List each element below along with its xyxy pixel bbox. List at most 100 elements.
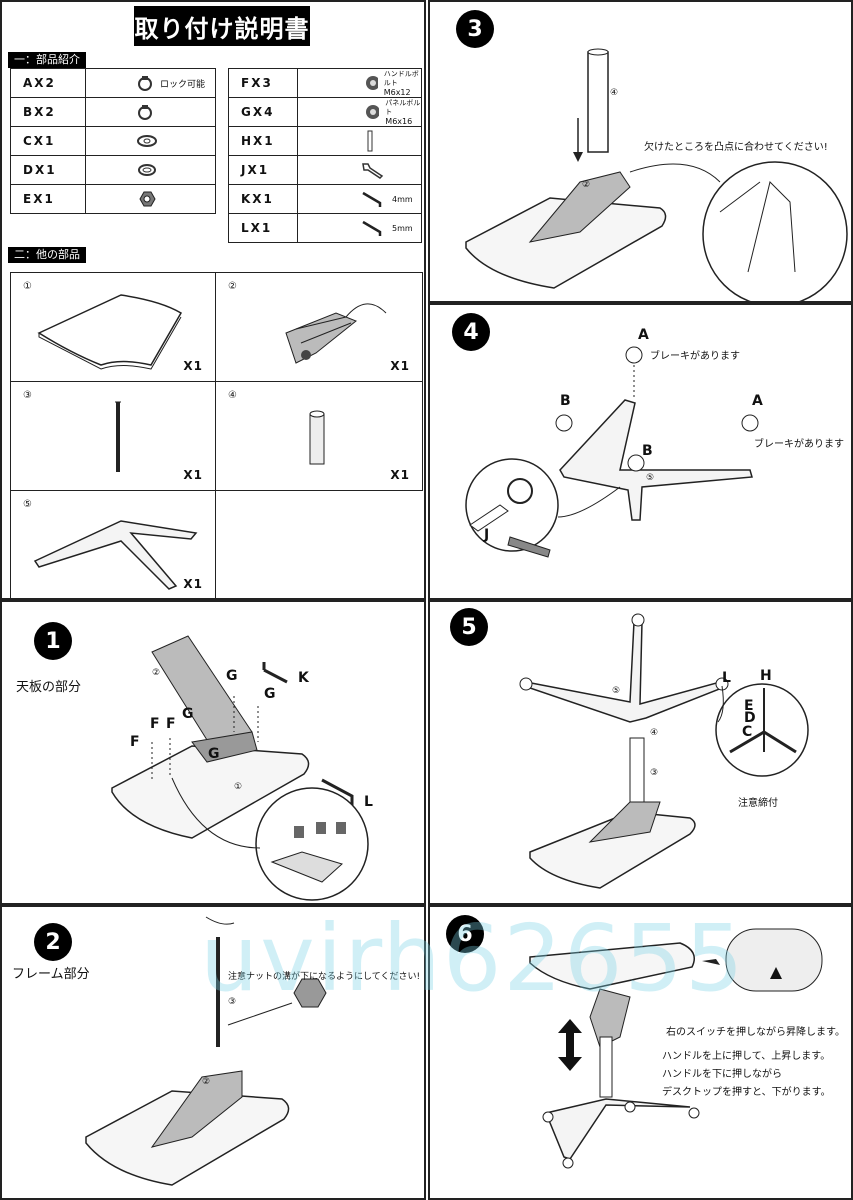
bolt-f-label: F bbox=[150, 716, 160, 732]
part-code: FX3 bbox=[228, 68, 298, 98]
step-heading: フレーム部分 bbox=[12, 967, 90, 982]
part-row-l: LX1 5mm bbox=[228, 213, 422, 243]
bolt-g-label: G bbox=[226, 668, 238, 684]
part-row-a: AX2 ロック可能 bbox=[10, 68, 216, 98]
wrench-icon bbox=[362, 163, 384, 179]
step-number: 6 bbox=[446, 915, 484, 953]
hex-key-icon bbox=[362, 191, 382, 207]
part-3-label: ③ bbox=[228, 997, 237, 1007]
part-number: ⑤ bbox=[23, 499, 32, 510]
hex-key-l-label: L bbox=[722, 670, 731, 686]
step-1-panel: 1 天板の部分 G G G G K F F F L ② ① bbox=[0, 600, 426, 905]
part-2-label: ② bbox=[582, 180, 591, 190]
part-note: ロック可能 bbox=[160, 79, 206, 90]
part-row-b: BX2 bbox=[10, 97, 216, 127]
handle-rod-icon bbox=[367, 130, 373, 152]
hex-key-k-label: K bbox=[298, 670, 309, 686]
other-part-1: ① X1 bbox=[10, 272, 216, 382]
part-3-label: ③ bbox=[650, 768, 659, 778]
tabletop-drawing bbox=[37, 294, 183, 370]
part-number: ① bbox=[23, 281, 32, 292]
bolt-g-label: G bbox=[264, 686, 276, 702]
parts-panel: 取り付け説明書 一：部品紹介 AX2 ロック可能 BX2 CX1 DX1 EX1… bbox=[0, 0, 426, 600]
part-number: ② bbox=[228, 281, 237, 292]
caster-icon bbox=[138, 76, 152, 91]
step-number: 4 bbox=[452, 313, 490, 351]
step-6-drawing bbox=[529, 928, 823, 1169]
step-number: 5 bbox=[450, 608, 488, 646]
bolt-size: M6x16 bbox=[385, 116, 413, 126]
part-row-j: JX1 bbox=[228, 155, 422, 185]
spring-washer-icon bbox=[138, 164, 156, 176]
part-row-d: DX1 bbox=[10, 155, 216, 185]
gas-spring-mechanism-drawing bbox=[285, 303, 387, 364]
tightening-note: 注意締付 bbox=[738, 798, 778, 809]
part-2-label: ② bbox=[152, 668, 161, 678]
step-3-panel: 3 ④ ② 欠けたところを凸点に合わせてください! bbox=[428, 0, 853, 303]
washer-d-label: D bbox=[744, 710, 756, 726]
step-6-panel: 6 右のスイッチを押しながら昇降します。 ハンドルを上に押して、上昇します。 ハ… bbox=[428, 905, 853, 1200]
hex-bolt-icon bbox=[366, 76, 378, 90]
part-code: DX1 bbox=[10, 155, 86, 185]
part-code: CX1 bbox=[10, 126, 86, 156]
handle-h-label: H bbox=[760, 668, 772, 684]
step-number: 2 bbox=[34, 923, 72, 961]
brake-note: ブレーキがあります bbox=[650, 351, 740, 362]
step-2-drawing bbox=[85, 916, 327, 1186]
part-code: LX1 bbox=[228, 213, 298, 243]
hex-key-icon bbox=[362, 220, 382, 236]
part-code: HX1 bbox=[228, 126, 298, 156]
bolt-g-label: G bbox=[182, 706, 194, 722]
part-5-label: ⑤ bbox=[612, 686, 621, 696]
caster-a-label: A bbox=[752, 393, 763, 409]
part-2-label: ② bbox=[202, 1077, 211, 1087]
part-code: AX2 bbox=[10, 68, 86, 98]
part-row-h: HX1 bbox=[228, 126, 422, 156]
caster-b-label: B bbox=[642, 443, 653, 459]
part-qty: X1 bbox=[390, 359, 410, 373]
part-5-label: ⑤ bbox=[646, 473, 655, 483]
washer-icon bbox=[137, 135, 157, 147]
part-row-k: KX1 4mm bbox=[228, 184, 422, 214]
part-row-c: CX1 bbox=[10, 126, 216, 156]
instruction-line-1: 右のスイッチを押しながら昇降します。 bbox=[666, 1027, 845, 1038]
part-number: ④ bbox=[228, 390, 237, 401]
part-number: ③ bbox=[23, 390, 32, 401]
step-number: 3 bbox=[456, 10, 494, 48]
part-row-e: EX1 bbox=[10, 184, 216, 214]
caster-a-label: A bbox=[638, 327, 649, 343]
instruction-line-3: ハンドルを下に押しながら bbox=[662, 1069, 782, 1080]
part-qty: X1 bbox=[183, 468, 203, 482]
step-2-panel: 2 フレーム部分 注意ナットの溝が下になるようにしてください! ③ ② bbox=[0, 905, 426, 1200]
step-4-drawing bbox=[465, 346, 759, 558]
step-4-panel: 4 A ブレーキがあります B A ブレーキがあります B ⑤ J bbox=[428, 303, 853, 600]
base-legs-drawing bbox=[33, 520, 198, 590]
part-4-label: ④ bbox=[650, 728, 659, 738]
panel-bolt-icon bbox=[366, 105, 380, 119]
caster-b-label: B bbox=[560, 393, 571, 409]
other-part-2: ② X1 bbox=[215, 272, 423, 382]
column-tube-drawing bbox=[309, 410, 325, 465]
parts-table-left: AX2 ロック可能 BX2 CX1 DX1 EX1 bbox=[10, 68, 216, 214]
bolt-g-label: G bbox=[208, 746, 220, 762]
instruction-line-4: デスクトップを押すと、下がります。 bbox=[662, 1087, 831, 1098]
section-other-parts: 二：他の部品 bbox=[8, 247, 86, 263]
other-part-4: ④ X1 bbox=[215, 381, 423, 491]
part-4-label: ④ bbox=[610, 88, 619, 98]
washer-c-label: C bbox=[742, 724, 753, 740]
bolt-f-label: F bbox=[130, 734, 140, 750]
bolt-size: M6x12 bbox=[383, 87, 411, 97]
bolt-name: パネルボルト bbox=[385, 98, 421, 116]
page-title: 取り付け説明書 bbox=[134, 6, 310, 46]
step-number: 1 bbox=[34, 622, 72, 660]
part-qty: X1 bbox=[183, 577, 203, 591]
nut-orientation-note: 注意ナットの溝が下になるようにしてください! bbox=[228, 972, 421, 982]
brake-note: ブレーキがあります bbox=[754, 439, 844, 450]
step-1-drawing bbox=[111, 635, 369, 901]
threaded-rod-drawing bbox=[115, 401, 121, 472]
part-qty: X1 bbox=[390, 468, 410, 482]
caster-icon bbox=[138, 105, 152, 120]
alignment-callout: 欠けたところを凸点に合わせてください! bbox=[644, 142, 828, 153]
